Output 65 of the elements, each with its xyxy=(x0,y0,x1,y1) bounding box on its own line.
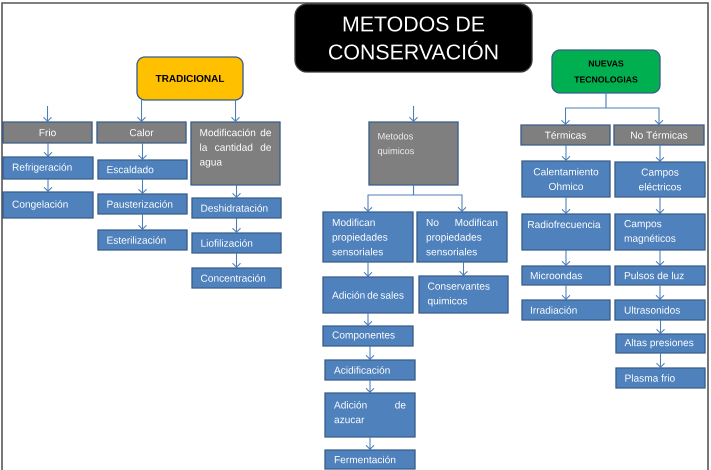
item-box: Concentración xyxy=(191,267,282,289)
arrow xyxy=(232,185,241,198)
item-box: Modifican propiedades sensoriales xyxy=(322,211,414,263)
item-box: Ultrasonidos xyxy=(614,299,706,321)
category-box: Calor xyxy=(96,121,187,144)
item-box: Irradiación xyxy=(521,299,611,321)
arrow xyxy=(43,106,52,122)
item-box: Fermentación xyxy=(324,449,416,470)
arrow xyxy=(656,284,664,300)
arrow xyxy=(44,143,52,157)
item-box: Acidificación xyxy=(324,359,416,381)
arrow xyxy=(366,346,374,360)
arrow xyxy=(138,178,147,194)
item-box: Adición de azucar xyxy=(324,392,416,438)
arrow xyxy=(364,262,372,277)
arrow xyxy=(656,144,664,162)
item-box: Adición de sales xyxy=(322,276,414,314)
arrow xyxy=(562,250,570,266)
arrow xyxy=(138,143,147,160)
arrow xyxy=(409,106,418,122)
arrow xyxy=(605,93,664,125)
arrow xyxy=(656,320,665,334)
item-box: Componentes xyxy=(322,325,414,347)
arrow xyxy=(656,352,665,368)
category-box: Modificación de la cantidad de agua xyxy=(190,121,281,186)
item-box: Escaldado xyxy=(97,159,188,180)
item-box: Deshidratación xyxy=(191,197,282,219)
item-box: Conservantes quimicos xyxy=(418,275,509,314)
rounded-box: TRADICIONAL xyxy=(136,56,244,101)
arrow xyxy=(366,436,374,450)
item-box: Altas presiones xyxy=(615,333,706,354)
arrow xyxy=(459,262,468,276)
rounded-box: NUEVAS TECNOLOGIAS xyxy=(551,49,661,94)
item-box: Liofilización xyxy=(191,232,282,254)
arrow xyxy=(562,144,570,161)
arrow xyxy=(364,312,372,326)
item-box: Campos eléctricos xyxy=(614,161,706,198)
item-box: Esterilización xyxy=(97,229,188,251)
arrow xyxy=(366,380,374,393)
item-box: No Modifican propiedades sensoriales xyxy=(416,211,508,263)
category-box: No Térmicas xyxy=(613,124,705,146)
arrow xyxy=(656,250,664,266)
category-box: Frio xyxy=(2,121,93,144)
arrow xyxy=(137,100,146,122)
item-box: Pulsos de luz xyxy=(614,265,706,286)
arrow xyxy=(656,196,664,214)
title-box: METODOS DE CONSERVACIÓN xyxy=(294,3,533,73)
item-box: Calentamiento Ohmico xyxy=(521,160,611,198)
item-box: Campos magnéticos xyxy=(614,213,706,251)
arrow xyxy=(412,185,466,212)
arrow xyxy=(231,100,240,122)
arrow xyxy=(138,214,147,230)
item-box: Microondas xyxy=(521,265,611,286)
item-box: Plasma frio xyxy=(615,367,706,389)
category-box: Térmicas xyxy=(520,124,611,146)
item-box: Congelación xyxy=(2,191,94,219)
item-box: Radiofrecuencia xyxy=(521,213,611,251)
item-box: Refrigeración xyxy=(2,156,94,180)
arrow xyxy=(562,284,570,300)
arrow xyxy=(562,196,570,214)
arrow xyxy=(232,252,241,268)
category-box: Metodos quimicos xyxy=(368,121,459,186)
arrow xyxy=(232,218,241,233)
item-box: Pausterización xyxy=(97,193,188,215)
arrow xyxy=(44,178,52,192)
